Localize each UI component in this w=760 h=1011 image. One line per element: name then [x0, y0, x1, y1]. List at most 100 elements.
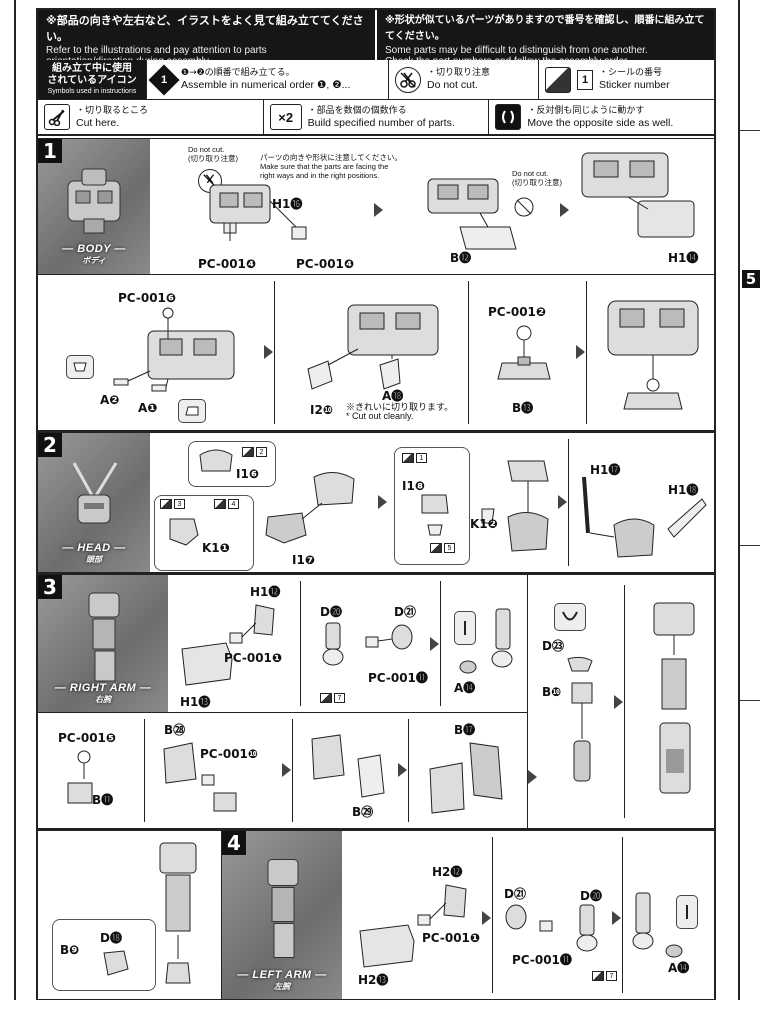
legend-tag: 組み立て中に使用 されているアイコン Symbols used in instr… [38, 60, 146, 99]
header-left-en1: Refer to the illustrations and pay atten… [46, 45, 267, 56]
part-label-b10: B❿ [542, 685, 562, 699]
step-arrow [612, 911, 621, 925]
step-divider [468, 281, 469, 424]
part-label-b13: B⓭ [512, 401, 534, 415]
head-antenna-drawing [582, 476, 707, 558]
part-label-k1-1: K1❶ [202, 541, 230, 555]
sticker-number: 3 [174, 499, 185, 509]
step-arrow [576, 345, 585, 359]
legend-opposite-en: Move the opposite side as well. [527, 116, 674, 129]
sticker-icon [320, 693, 332, 703]
shoulder-cover-drawing [311, 734, 385, 798]
part-label-h1-13: H1⓭ [180, 695, 211, 709]
step-divider [408, 719, 409, 822]
elbow-joint-drawing [459, 608, 513, 674]
part-label-a14: A⓮ [454, 681, 476, 695]
header-banner: ※部品の向きや左右など、イラストをよく見て組み立ててください。 Refer to… [38, 10, 714, 67]
edge-divider [740, 545, 760, 546]
step-3-panel-d: B❾ D⓲ [38, 829, 222, 1000]
part-label-pc001-5: PC-001❺ [58, 731, 117, 745]
legend-row-2: ・切り取るところ Cut here. ×2 ・部品を数個の個数作る Build … [38, 100, 714, 136]
step-arrow [430, 637, 439, 651]
body-title-jp: ボディ [82, 256, 106, 265]
cut-clean-note-en: * Cut out cleanly. [346, 411, 414, 421]
cut-clean-note: ※きれいに切り取ります。 * Cut out cleanly. [346, 403, 453, 421]
sticker-number: 4 [228, 499, 239, 509]
sticker-ref-1: 1 [402, 453, 427, 463]
left-arm-title-en: — LEFT ARM — [237, 969, 327, 981]
step-3-badge: 3 [38, 575, 62, 599]
opposite-side-icon [454, 611, 476, 645]
step-divider [440, 581, 441, 706]
legend-sticker-jp: ・シールの番号 [599, 68, 663, 78]
nocut-note-2-jp: (切り取り注意) [512, 178, 562, 187]
right-arm-title-jp: 右腕 [95, 695, 111, 704]
step-arrow [378, 495, 387, 509]
head-title-en: — HEAD — [62, 542, 126, 554]
part-label-b17: B⓱ [454, 723, 476, 737]
step-arrow [614, 695, 623, 709]
right-arm-complete-drawing [653, 602, 695, 794]
legend-opposite-jp: ・反対側も同じように動かす [527, 105, 645, 116]
shoulder-block-drawing [429, 742, 503, 814]
legend-order-jp: ❶→❷の順番で組み立てる。 [181, 68, 295, 78]
part-label-b11: B⓫ [92, 793, 114, 807]
step-arrow [374, 203, 383, 217]
step-arrow [264, 345, 273, 359]
legend-tag-jp1: 組み立て中に使用 [52, 63, 132, 74]
nocut-note-1: Do not cut. (切り取り注意) [188, 145, 238, 163]
header-left: ※部品の向きや左右など、イラストをよく見て組み立ててください。 Refer to… [38, 10, 375, 67]
part-label-pc001-10: PC-001❿ [200, 747, 259, 761]
body-silhouette-icon [67, 168, 121, 233]
sticker-number: 1 [416, 453, 427, 463]
legend-cut-jp: ・切り取るところ [76, 105, 149, 116]
sticker-icon [592, 971, 604, 981]
part-label-i1-8: I1❽ [402, 479, 425, 493]
part-label-pc001-2: PC-001❷ [488, 305, 547, 319]
nocut-note-2: Do not cut. (切り取り注意) [512, 169, 562, 187]
legend-cut: ・切り取るところ Cut here. [38, 100, 263, 134]
detail-inset-icon [178, 399, 206, 423]
part-label-pc001-1-left: PC-001❶ [422, 931, 481, 945]
step-divider [624, 585, 625, 818]
nocut-note-2-en: Do not cut. [512, 169, 549, 178]
legend-nocut: ・切り取り注意 Do not cut. [388, 60, 538, 99]
sticker-number-box: 1 [577, 69, 593, 90]
part-label-h1-18: H1⓲ [668, 483, 699, 497]
part-label-a14-left: A⓮ [668, 961, 690, 975]
legend-sticker-en: Sticker number [599, 79, 670, 91]
body-reference-photo: — BODY — ボディ [38, 139, 150, 274]
opposite-side-icon [495, 104, 522, 130]
step-divider [586, 281, 587, 424]
detail-inset-icon [66, 355, 94, 379]
part-label-d20: D⓴ [320, 605, 342, 619]
part-label-i2-10: I2❿ [310, 403, 333, 417]
sticker-ref-7-left: 7 [592, 971, 617, 981]
opposite-side-icon [676, 895, 698, 929]
step-arrow [560, 203, 569, 217]
arm-silhouette-icon [88, 592, 120, 682]
step-divider [300, 581, 301, 706]
legend-order: 1 ❶→❷の順番で組み立てる。 Assemble in numerical or… [146, 60, 388, 99]
waist-joint-drawing [497, 325, 551, 380]
sticker-ref-2: 2 [242, 447, 267, 457]
hand-part-drawing [103, 950, 129, 976]
part-label-b28: B㉘ [164, 723, 186, 737]
part-label-d18: D⓲ [100, 931, 122, 945]
elbow-assembly-drawing [322, 622, 413, 666]
part-label-a2: A❷ [100, 393, 120, 407]
part-label-a1: A❶ [138, 401, 158, 415]
legend-row-1: 組み立て中に使用 されているアイコン Symbols used in instr… [38, 60, 714, 100]
step-1-badge: 1 [38, 139, 62, 163]
part-label-b29: B㉙ [352, 805, 374, 819]
sticker-ref-3: 3 [160, 499, 185, 509]
left-elbow-joint-drawing [632, 892, 683, 958]
sticker-number: 7 [606, 971, 617, 981]
torso-complete-drawing [607, 300, 699, 410]
legend-times-en: Build specified number of parts. [307, 116, 455, 129]
legend-times: ×2 ・部品を数個の個数作る Build specified number of… [262, 100, 489, 134]
order-diamond-icon: 1 [148, 63, 180, 96]
sticker-ref-4: 4 [214, 499, 239, 509]
part-label-i1-6: I1❻ [236, 467, 259, 481]
step-divider [622, 837, 623, 993]
